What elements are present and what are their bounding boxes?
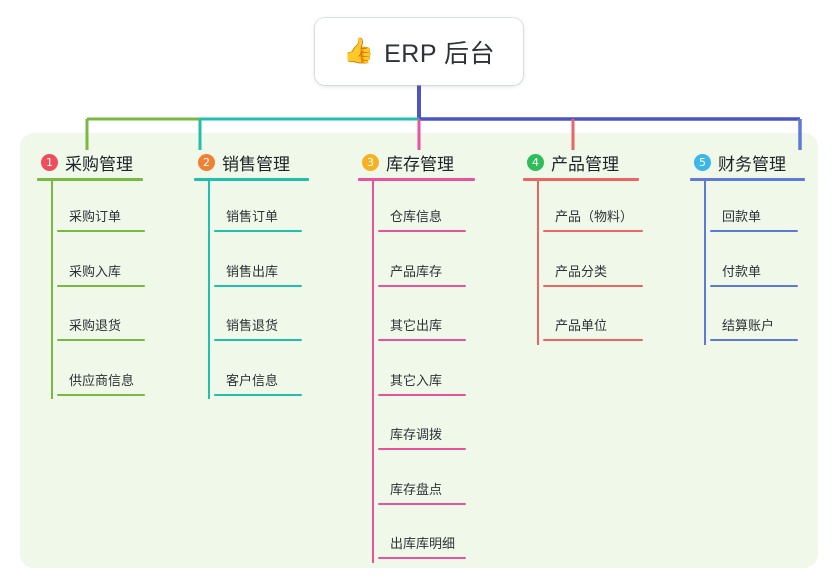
leaf-item[interactable]: 产品（物料） xyxy=(537,186,657,232)
thumbs-up-icon: 👍 xyxy=(342,37,375,65)
leaf-label: 其它入库 xyxy=(390,372,443,388)
column-title: 库存管理 xyxy=(386,154,454,174)
column-title: 产品管理 xyxy=(551,154,619,174)
connector-lines xyxy=(85,85,802,150)
leaf-label: 产品单位 xyxy=(555,318,608,333)
leaf-item[interactable]: 采购订单 xyxy=(51,186,159,232)
leaf-label: 付款单 xyxy=(722,263,762,279)
column-3: 3 库存管理仓库信息产品库存其它出库其它入库库存调拨库存盘点出库库明细 xyxy=(358,150,475,563)
column-header-2[interactable]: 2 销售管理 xyxy=(198,150,290,174)
column-trunk xyxy=(51,178,53,399)
column-badge-4: 4 xyxy=(527,153,544,171)
column-trunk xyxy=(704,178,706,345)
leaf-rule xyxy=(710,230,798,232)
leaf-rule xyxy=(57,284,145,287)
leaf-label: 回款单 xyxy=(722,209,762,224)
leaf-rule xyxy=(710,284,798,287)
leaf-item[interactable]: 付款单 xyxy=(704,241,812,287)
leaf-item[interactable]: 销售出库 xyxy=(208,241,316,287)
leaf-item[interactable]: 结算账户 xyxy=(704,295,812,341)
column-badge-2: 2 xyxy=(198,153,215,171)
leaf-rule xyxy=(57,339,145,341)
leaf-label: 结算账户 xyxy=(722,318,775,333)
leaf-item[interactable]: 产品库存 xyxy=(372,241,480,287)
leaf-rule xyxy=(543,230,643,232)
leaf-rule xyxy=(214,230,302,232)
leaf-item[interactable]: 采购入库 xyxy=(51,241,159,287)
column-4: 4 产品管理产品（物料） 产品分类产品单位 xyxy=(523,150,643,345)
root-node[interactable]: 👍 ERP 后台 xyxy=(315,18,523,85)
column-header-rule xyxy=(690,178,805,181)
column-badge-5: 5 xyxy=(694,153,711,171)
leaf-rule xyxy=(710,339,798,341)
leaf-label: 仓库信息 xyxy=(390,209,443,224)
column-1: 1 采购管理采购订单采购入库采购退货供应商信息 xyxy=(37,150,145,399)
column-header-rule xyxy=(523,178,639,181)
leaf-label: 产品分类 xyxy=(555,263,608,279)
leaf-rule xyxy=(378,502,466,505)
leaf-item[interactable]: 销售订单 xyxy=(208,186,316,232)
column-header-1[interactable]: 1 采购管理 xyxy=(41,150,133,174)
leaf-rule xyxy=(378,284,466,287)
diagram-panel xyxy=(20,133,818,568)
leaf-item[interactable]: 其它出库 xyxy=(372,295,480,341)
column-header-rule xyxy=(358,178,475,181)
leaf-rule xyxy=(378,448,466,450)
column-2: 2 销售管理销售订单销售出库销售退货客户信息 xyxy=(194,150,309,399)
leaf-rule xyxy=(378,393,466,396)
column-header-5[interactable]: 5 财务管理 xyxy=(694,150,786,174)
root-node-label: ERP 后台 xyxy=(384,39,496,68)
column-header-4[interactable]: 4 产品管理 xyxy=(527,150,619,174)
leaf-label: 采购入库 xyxy=(69,263,122,279)
leaf-item[interactable]: 产品单位 xyxy=(537,295,657,341)
column-title: 采购管理 xyxy=(65,154,133,174)
leaf-item[interactable]: 销售退货 xyxy=(208,295,316,341)
leaf-rule xyxy=(214,339,302,341)
leaf-label: 客户信息 xyxy=(226,372,279,388)
leaf-item[interactable]: 仓库信息 xyxy=(372,186,480,232)
leaf-item[interactable]: 产品分类 xyxy=(537,241,657,287)
leaf-rule xyxy=(378,339,466,341)
column-header-3[interactable]: 3 库存管理 xyxy=(362,150,454,174)
leaf-rule xyxy=(378,557,466,559)
leaf-label: 销售出库 xyxy=(226,263,279,279)
leaf-rule xyxy=(57,230,145,232)
column-header-rule xyxy=(37,178,143,181)
column-header-rule xyxy=(194,178,309,181)
leaf-item[interactable]: 采购退货 xyxy=(51,295,159,341)
leaf-item[interactable]: 出库库明细 xyxy=(372,513,480,559)
leaf-label: 销售退货 xyxy=(226,318,279,333)
leaf-label: 供应商信息 xyxy=(69,372,135,388)
column-title: 销售管理 xyxy=(222,154,290,174)
leaf-rule xyxy=(543,284,643,287)
column-trunk xyxy=(208,178,210,399)
column-trunk xyxy=(537,178,539,345)
leaf-label: 产品库存 xyxy=(390,263,443,279)
leaf-rule xyxy=(378,230,466,232)
leaf-label: 库存盘点 xyxy=(390,481,443,497)
column-title: 财务管理 xyxy=(718,154,786,174)
leaf-label: 采购订单 xyxy=(69,209,122,224)
leaf-label: 销售订单 xyxy=(226,209,279,224)
leaf-item[interactable]: 供应商信息 xyxy=(51,350,159,396)
column-5: 5 财务管理回款单付款单结算账户 xyxy=(690,150,805,345)
leaf-item[interactable]: 库存调拨 xyxy=(372,404,480,450)
leaf-label: 出库库明细 xyxy=(390,536,456,551)
column-badge-3: 3 xyxy=(362,153,379,171)
leaf-item[interactable]: 其它入库 xyxy=(372,350,480,396)
leaf-rule xyxy=(214,284,302,287)
leaf-label: 采购退货 xyxy=(69,318,122,333)
leaf-rule xyxy=(543,339,643,341)
leaf-item[interactable]: 库存盘点 xyxy=(372,459,480,505)
leaf-item[interactable]: 回款单 xyxy=(704,186,812,232)
leaf-label: 产品（物料） xyxy=(555,209,634,224)
leaf-label: 库存调拨 xyxy=(390,427,443,442)
column-trunk xyxy=(372,178,374,563)
leaf-rule xyxy=(57,393,145,396)
column-badge-1: 1 xyxy=(41,153,58,171)
leaf-label: 其它出库 xyxy=(390,318,443,333)
leaf-rule xyxy=(214,393,302,396)
leaf-item[interactable]: 客户信息 xyxy=(208,350,316,396)
